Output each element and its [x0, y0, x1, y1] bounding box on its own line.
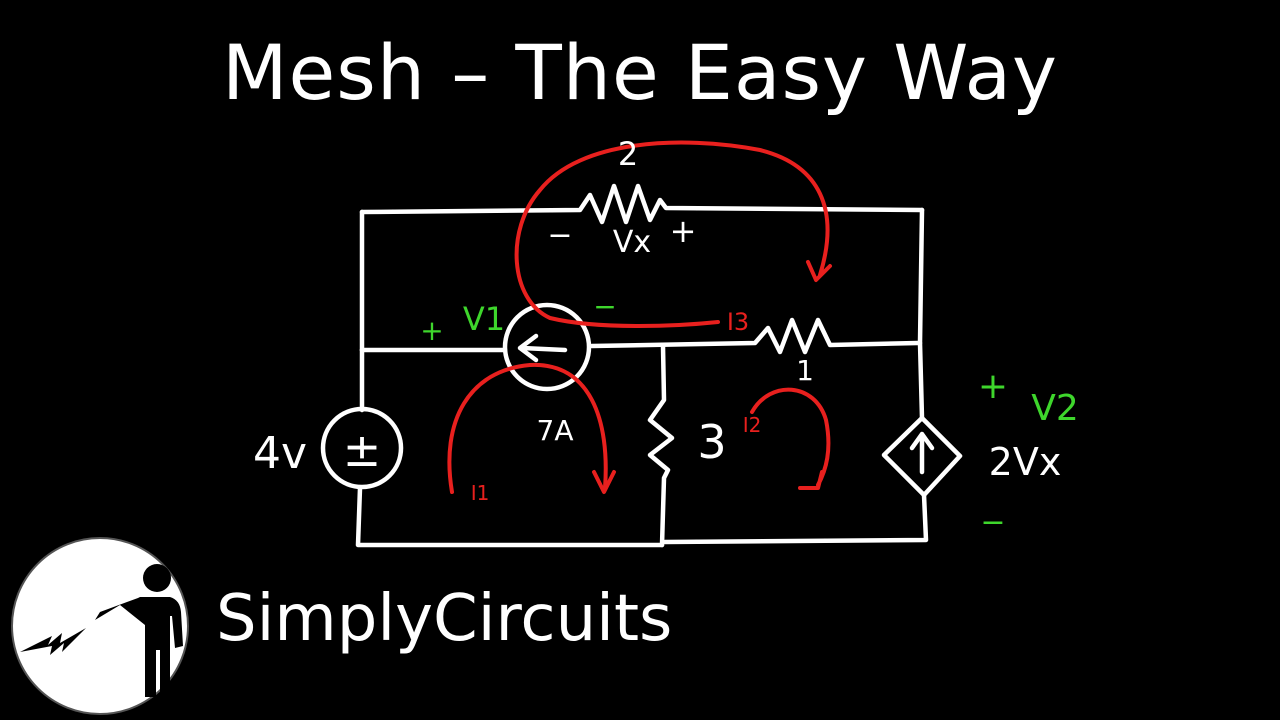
dependent-source-arrow: [909, 431, 935, 475]
middle-resistor-label: 3: [697, 415, 726, 469]
i1-label: I1: [471, 481, 490, 505]
middle-right-wire: [589, 317, 921, 355]
person-head-icon: [143, 564, 171, 592]
v2-plus: +: [978, 366, 1008, 407]
current-source-label: 7A: [537, 414, 574, 447]
v1-plus: +: [420, 314, 443, 347]
dependent-current-source: [881, 415, 963, 498]
brand-name: SimplyCircuits: [216, 582, 673, 656]
v1-label: V1: [463, 300, 505, 338]
person-body-icon: [95, 597, 183, 697]
voltage-source-symbol: ±: [343, 423, 382, 477]
dependent-source-label: 2Vx: [989, 440, 1062, 484]
page-title: Mesh – The Easy Way: [221, 28, 1059, 117]
top-wire: [359, 183, 925, 225]
voltage-source: [320, 406, 404, 490]
v2-label: V2: [1031, 388, 1079, 429]
current-source-arrow: [517, 333, 568, 363]
mesh-i1-loop: [447, 362, 616, 494]
lightning-bolt-icon: [20, 628, 86, 655]
right-lower-wire: [662, 340, 929, 545]
v2-minus: −: [980, 505, 1005, 540]
mesh-i2-loop: [750, 387, 831, 490]
current-source: [502, 302, 592, 392]
voltage-source-label: 4v: [253, 428, 307, 479]
simplycircuits-logo: [11, 537, 189, 715]
vx-minus: −: [547, 218, 572, 253]
left-lower-wire: [355, 347, 665, 548]
right-upper-wire: [917, 207, 925, 346]
mesh-i3-loop: [514, 140, 832, 328]
middle-vertical-wire: [647, 343, 675, 548]
vx-label: Vx: [613, 225, 651, 260]
i3-label: I3: [727, 308, 749, 336]
right-resistor-label: 1: [796, 354, 814, 387]
top-resistor-label: 2: [618, 135, 638, 173]
vx-plus: +: [670, 212, 697, 250]
i2-label: I2: [743, 413, 762, 437]
wires: [355, 183, 929, 548]
v1-minus: −: [593, 290, 616, 323]
